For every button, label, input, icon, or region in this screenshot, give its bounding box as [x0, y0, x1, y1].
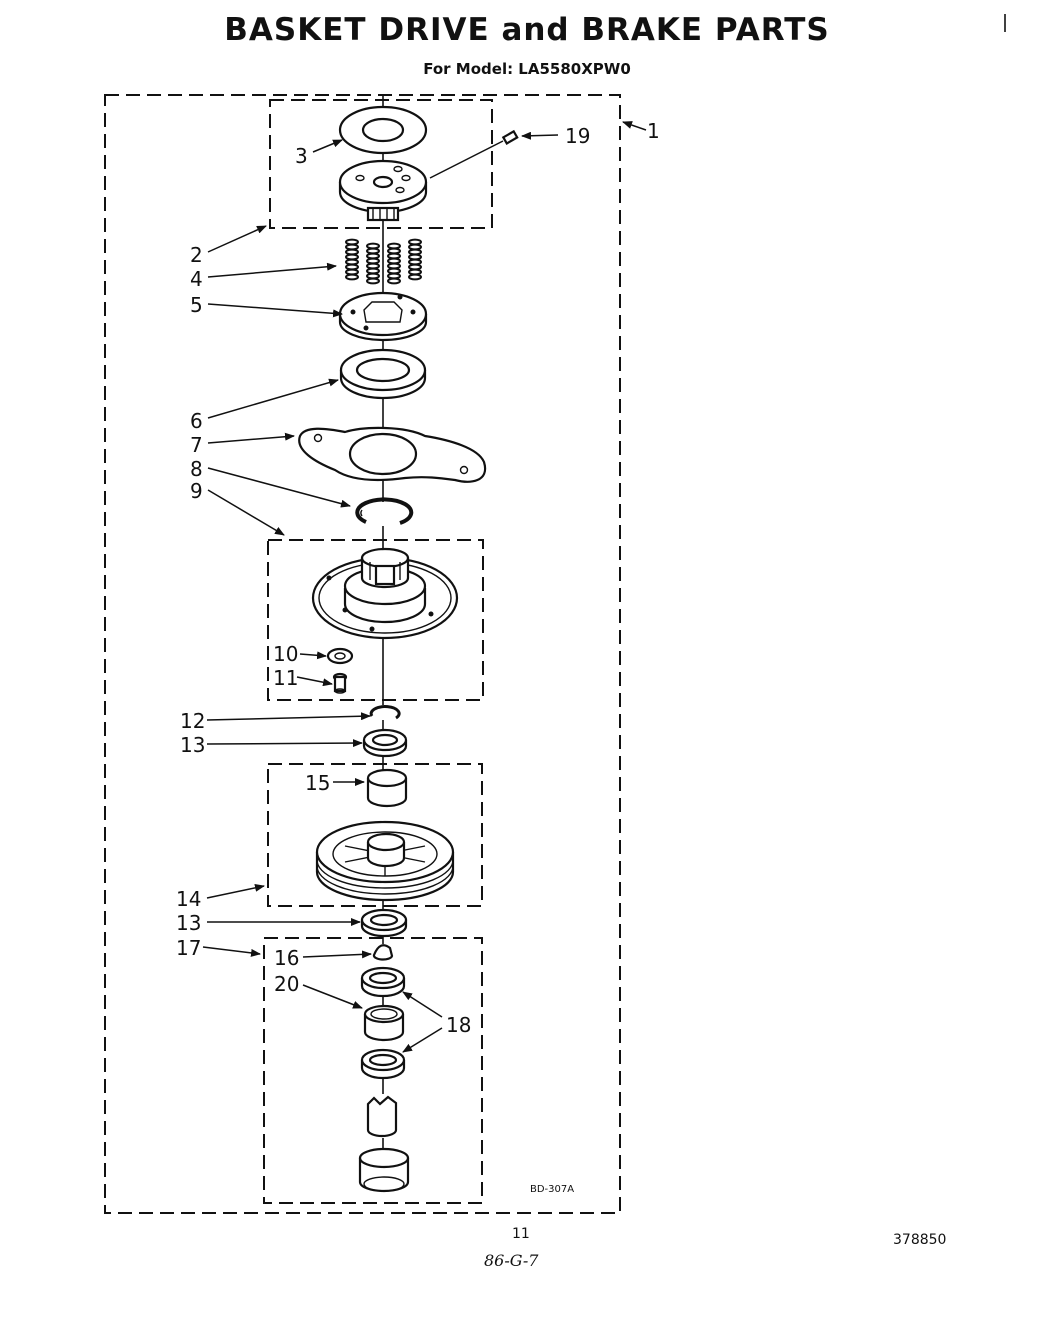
part-4-springs: [345, 238, 422, 285]
spring-3: [387, 242, 401, 285]
spring-4: [408, 238, 422, 281]
part-20-bearing: [363, 1004, 405, 1042]
part-9-hub: [311, 547, 459, 640]
shaft-upper-piece: [366, 1095, 398, 1138]
drawing-code: BD-307A: [530, 1184, 574, 1195]
callout-8: 8: [190, 457, 203, 481]
part-3-washer: [338, 105, 428, 155]
part-13-washer-upper: [362, 728, 408, 758]
part-15-bushing: [366, 768, 408, 808]
subassembly-box-17: [263, 937, 483, 1204]
callout-12: 12: [180, 709, 205, 733]
callout-1: 1: [647, 119, 660, 143]
callout-5: 5: [190, 293, 203, 317]
callout-2: 2: [190, 243, 203, 267]
part-14-pulley: [315, 820, 455, 902]
part-8-snap-ring: [355, 497, 414, 525]
spring-1: [345, 238, 359, 281]
callout-9: 9: [190, 479, 203, 503]
subassembly-box-9: [267, 539, 484, 701]
spring-2: [366, 242, 380, 285]
part-12-retaining-ring: [369, 705, 401, 720]
leader-lines: [202, 121, 647, 1053]
callout-18: 18: [446, 1013, 471, 1037]
part-6-washer: [339, 348, 427, 400]
document-number: 378850: [893, 1232, 946, 1248]
part-18-ring-upper: [360, 966, 406, 998]
part-7-mounting-plate: [298, 426, 487, 483]
part-5-plate: [338, 291, 428, 342]
part-13-washer-lower: [360, 908, 408, 938]
part-19-pin: [501, 129, 519, 145]
callout-20: 20: [274, 972, 299, 996]
callout-6: 6: [190, 409, 203, 433]
callout-7: 7: [190, 433, 203, 457]
callout-19: 19: [565, 124, 590, 148]
part-18-ring-lower: [360, 1048, 406, 1080]
shaft-lower-piece: [358, 1147, 410, 1193]
page-title: BASKET DRIVE and BRAKE PARTS: [224, 12, 830, 48]
callout-13-upper: 13: [180, 733, 205, 757]
callout-4: 4: [190, 267, 203, 291]
callout-11: 11: [273, 666, 298, 690]
callout-17: 17: [176, 936, 201, 960]
subassembly-box-14: [267, 763, 483, 907]
part-2-top-plate: [338, 159, 428, 222]
handwritten-note: 86-G-7: [484, 1251, 539, 1270]
model-subtitle: For Model: LA5580XPW0: [423, 60, 631, 78]
callout-15: 15: [305, 771, 330, 795]
callout-16: 16: [274, 946, 299, 970]
callout-13-lower: 13: [176, 911, 201, 935]
assembly-box-1: [104, 94, 621, 1214]
part-10-nut: [326, 647, 354, 665]
callout-numbers: 3 19 1 2 4 5 6 7 8 9 10 11 12 13 15 14 1…: [176, 119, 660, 1037]
subassembly-box-2: [269, 99, 493, 229]
page-number: 11: [512, 1226, 530, 1242]
callout-10: 10: [273, 642, 298, 666]
part-16-cap: [372, 944, 394, 961]
part-11-screw: [332, 672, 348, 694]
callout-14: 14: [176, 887, 201, 911]
callout-3: 3: [295, 144, 308, 168]
